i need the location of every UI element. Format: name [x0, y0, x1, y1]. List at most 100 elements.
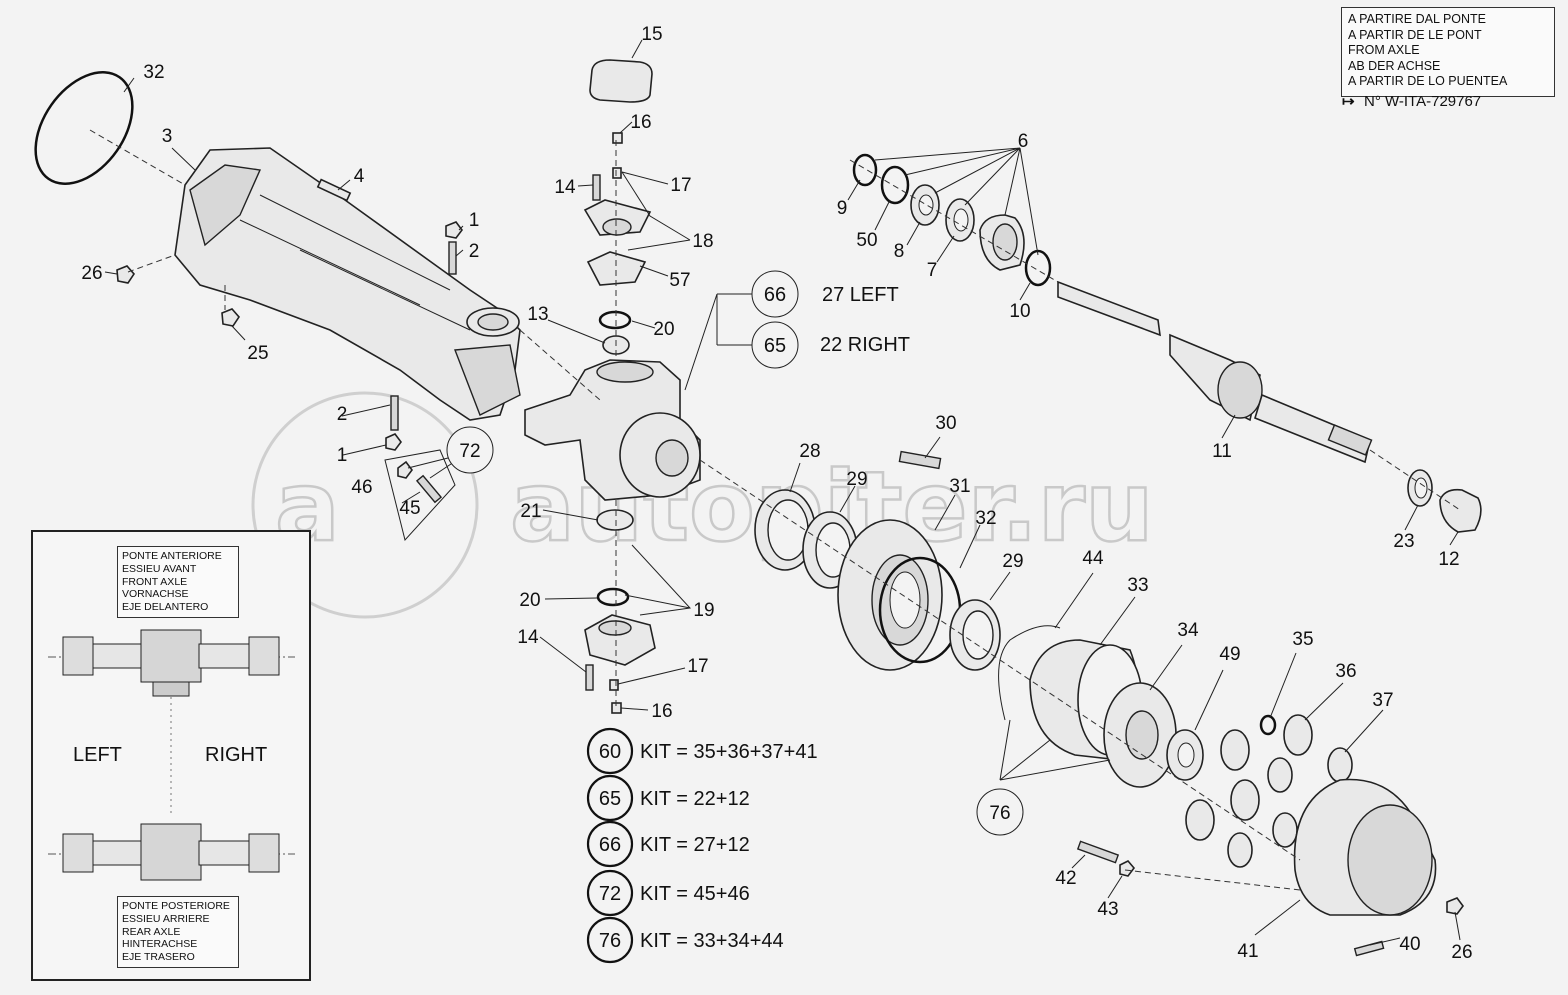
callout-31: 31	[949, 476, 970, 497]
nut-46	[397, 460, 413, 479]
washer-35	[1259, 714, 1277, 736]
plate-18	[583, 199, 652, 236]
callout-26a: 26	[81, 263, 102, 284]
screw-14a	[592, 174, 601, 201]
kit-num: 66	[599, 834, 621, 856]
screw-40	[1353, 940, 1385, 957]
rear-line: EJE TRASERO	[122, 951, 195, 964]
serial-text: N° W-ITA-729767	[1364, 93, 1482, 110]
callout-46: 46	[351, 477, 372, 498]
note-line: A PARTIRE DAL PONTE	[1348, 12, 1487, 26]
callout-16a: 16	[630, 112, 651, 133]
ref-left: 27 LEFT	[822, 284, 899, 306]
callout-18: 18	[692, 231, 713, 252]
note-line: A PARTIR DE LE PONT	[1348, 27, 1482, 42]
kit-row-76: 76 KIT = 33+34+44	[586, 916, 784, 964]
bolt-4	[316, 178, 352, 202]
callout-33: 33	[1127, 575, 1148, 596]
gear-36	[1283, 714, 1313, 756]
seal-23	[1407, 469, 1433, 507]
callout-42: 42	[1055, 868, 1076, 889]
o-ring-10	[1024, 249, 1052, 287]
right-label: RIGHT	[205, 744, 268, 766]
front-line: ESSIEU AVANT	[122, 562, 197, 575]
kit-num: 72	[599, 883, 621, 905]
callout-9: 9	[837, 198, 848, 219]
kit-row-65: 65 KIT = 22+12	[586, 774, 750, 822]
screw-14b	[585, 664, 594, 691]
stud-2a	[448, 241, 457, 275]
axis-dashes	[89, 129, 1461, 891]
shim-57	[586, 251, 647, 286]
rear-line: ESSIEU ARRIERE	[122, 912, 210, 925]
callout-29b: 29	[1002, 551, 1023, 572]
callout-49: 49	[1219, 644, 1240, 665]
callout-37: 37	[1372, 690, 1393, 711]
circle-66: 66	[751, 270, 799, 318]
stud-2b	[390, 395, 399, 431]
kit-text: KIT = 22+12	[640, 788, 750, 810]
gear-carrier-34	[1103, 682, 1177, 788]
callout-25: 25	[247, 343, 268, 364]
circle-72-num: 72	[459, 441, 480, 462]
stud-30	[898, 450, 942, 470]
rear-axle-sketch	[48, 823, 295, 881]
front-axle-box: PONTE ANTERIORE ESSIEU AVANT FRONT AXLE …	[117, 546, 239, 618]
wheel-hub-31	[837, 519, 943, 671]
callout-29a: 29	[846, 469, 867, 490]
bushing-12	[1439, 488, 1482, 533]
callout-30: 30	[935, 413, 956, 434]
kit-num: 65	[599, 788, 621, 810]
callout-45: 45	[399, 498, 420, 519]
callout-36: 36	[1335, 661, 1356, 682]
front-line: VORNACHSE	[122, 588, 189, 601]
snap-ring-44	[998, 625, 1061, 721]
plug-26a	[116, 265, 136, 284]
callout-44: 44	[1082, 548, 1104, 569]
o-ring-20a	[598, 310, 632, 330]
kit-legend: 60 KIT = 35+36+37+41 65 KIT = 22+12 66 K…	[586, 727, 818, 964]
callout-16b: 16	[651, 701, 672, 722]
nut-1b	[385, 433, 402, 451]
circle-76: 76	[976, 788, 1024, 836]
bearing-29b	[949, 599, 1001, 671]
planet-gears	[1185, 729, 1298, 868]
callout-10: 10	[1009, 301, 1030, 322]
callout-43: 43	[1097, 899, 1118, 920]
snap-ring-9	[852, 153, 878, 187]
callout-12: 12	[1438, 549, 1459, 570]
gear-37	[1327, 747, 1353, 783]
o-ring-20b	[596, 587, 630, 607]
bushing-6	[979, 214, 1025, 271]
callout-26b: 26	[1451, 942, 1472, 963]
nut-1a	[445, 221, 463, 239]
stud-45	[415, 474, 443, 504]
kit-text: KIT = 35+36+37+41	[640, 741, 818, 763]
stud-42	[1076, 840, 1120, 864]
from-axle-note: A PARTIRE DAL PONTE A PARTIR DE LE PONT …	[1341, 7, 1555, 97]
callout-13: 13	[527, 304, 548, 325]
kit-row-60: 60 KIT = 35+36+37+41	[586, 727, 818, 775]
plug-26b	[1446, 897, 1464, 915]
ref-right: 22 RIGHT	[820, 334, 910, 356]
kit-text: KIT = 27+12	[640, 834, 750, 856]
callout-50: 50	[856, 230, 877, 251]
cap-15	[589, 59, 653, 103]
circle-66-num: 66	[764, 284, 786, 306]
kit-num: 60	[599, 741, 621, 763]
kit-row-66: 66 KIT = 27+12	[586, 820, 750, 868]
rear-line: PONTE POSTERIORE	[122, 900, 230, 912]
circle-65: 65	[751, 321, 799, 369]
callout-41: 41	[1237, 941, 1258, 962]
callout-28: 28	[799, 441, 820, 462]
callout-15: 15	[641, 24, 662, 45]
callout-20a: 20	[653, 319, 674, 340]
kit-text: KIT = 45+46	[640, 883, 750, 905]
callout-7: 7	[927, 260, 938, 281]
circle-72: 72	[446, 426, 494, 474]
callout-20b: 20	[519, 590, 540, 611]
callout-32b: 32	[975, 508, 996, 529]
bearing-8	[910, 184, 940, 226]
callout-4: 4	[354, 166, 365, 187]
